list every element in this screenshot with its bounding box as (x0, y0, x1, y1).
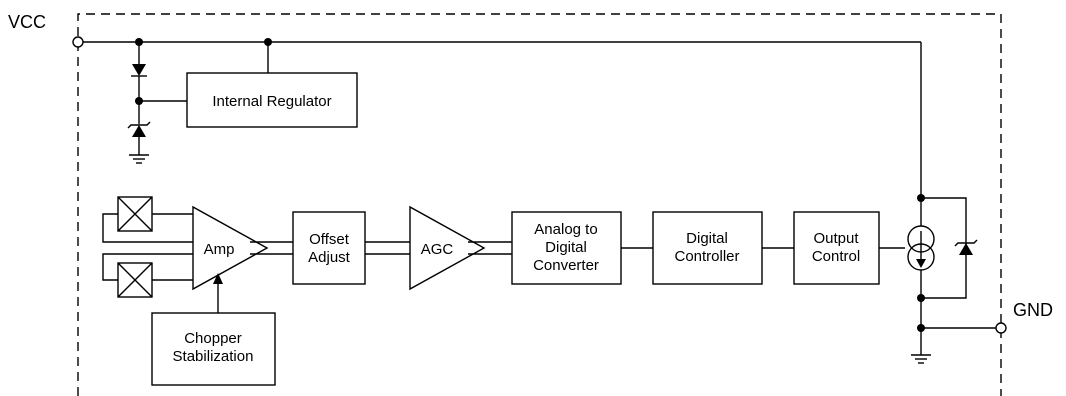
output-control-label-line1: Output (813, 230, 859, 247)
chopper-label-line2: Stabilization (173, 348, 254, 365)
output-control-block (793, 211, 880, 285)
hall-top-wires (102, 213, 193, 243)
hall-element-top (117, 196, 153, 232)
ground-icon-right (911, 354, 931, 364)
adc-label-line2: Digital (545, 239, 587, 256)
clamp-zener-icon (959, 243, 973, 255)
internal-regulator-label: Internal Regulator (212, 93, 331, 110)
gnd-pin-terminal (995, 322, 1007, 334)
amp-triangle (192, 205, 269, 291)
digital-controller-label-line1: Digital (686, 230, 728, 247)
offset-adjust-block (292, 211, 366, 285)
zener-diode-icon (132, 125, 146, 137)
ground-icon-left (129, 154, 149, 164)
clamp-zener-bar (954, 239, 978, 247)
vcc-pin-label: VCC (8, 12, 46, 32)
chopper-stabilization-block (151, 312, 276, 386)
adc-label-line3: Converter (533, 257, 599, 274)
offset-adjust-label-line2: Adjust (308, 249, 351, 266)
hall-element-bottom (117, 262, 153, 298)
agc-label: AGC (421, 241, 454, 258)
chopper-arrow-head (213, 273, 223, 284)
internal-regulator-block (186, 72, 358, 128)
gnd-pin-label: GND (1013, 300, 1053, 320)
digital-controller-block (652, 211, 763, 285)
adc-block (511, 211, 622, 285)
package-outline (77, 13, 1002, 396)
amp-label: Amp (204, 241, 235, 258)
vcc-pin-terminal (72, 36, 84, 48)
output-control-label-line2: Control (812, 248, 860, 265)
offset-adjust-label-line1: Offset (309, 231, 350, 248)
series-diode-icon (132, 64, 146, 76)
current-source-icon (907, 225, 935, 271)
adc-label-line1: Analog to (534, 221, 597, 238)
hall-bottom-wires (102, 253, 193, 281)
agc-triangle (409, 205, 486, 291)
zener-diode-bar (127, 121, 151, 129)
digital-controller-label-line2: Controller (674, 248, 739, 265)
clamp-zener-loop (921, 197, 967, 299)
chopper-label-line1: Chopper (184, 330, 242, 347)
